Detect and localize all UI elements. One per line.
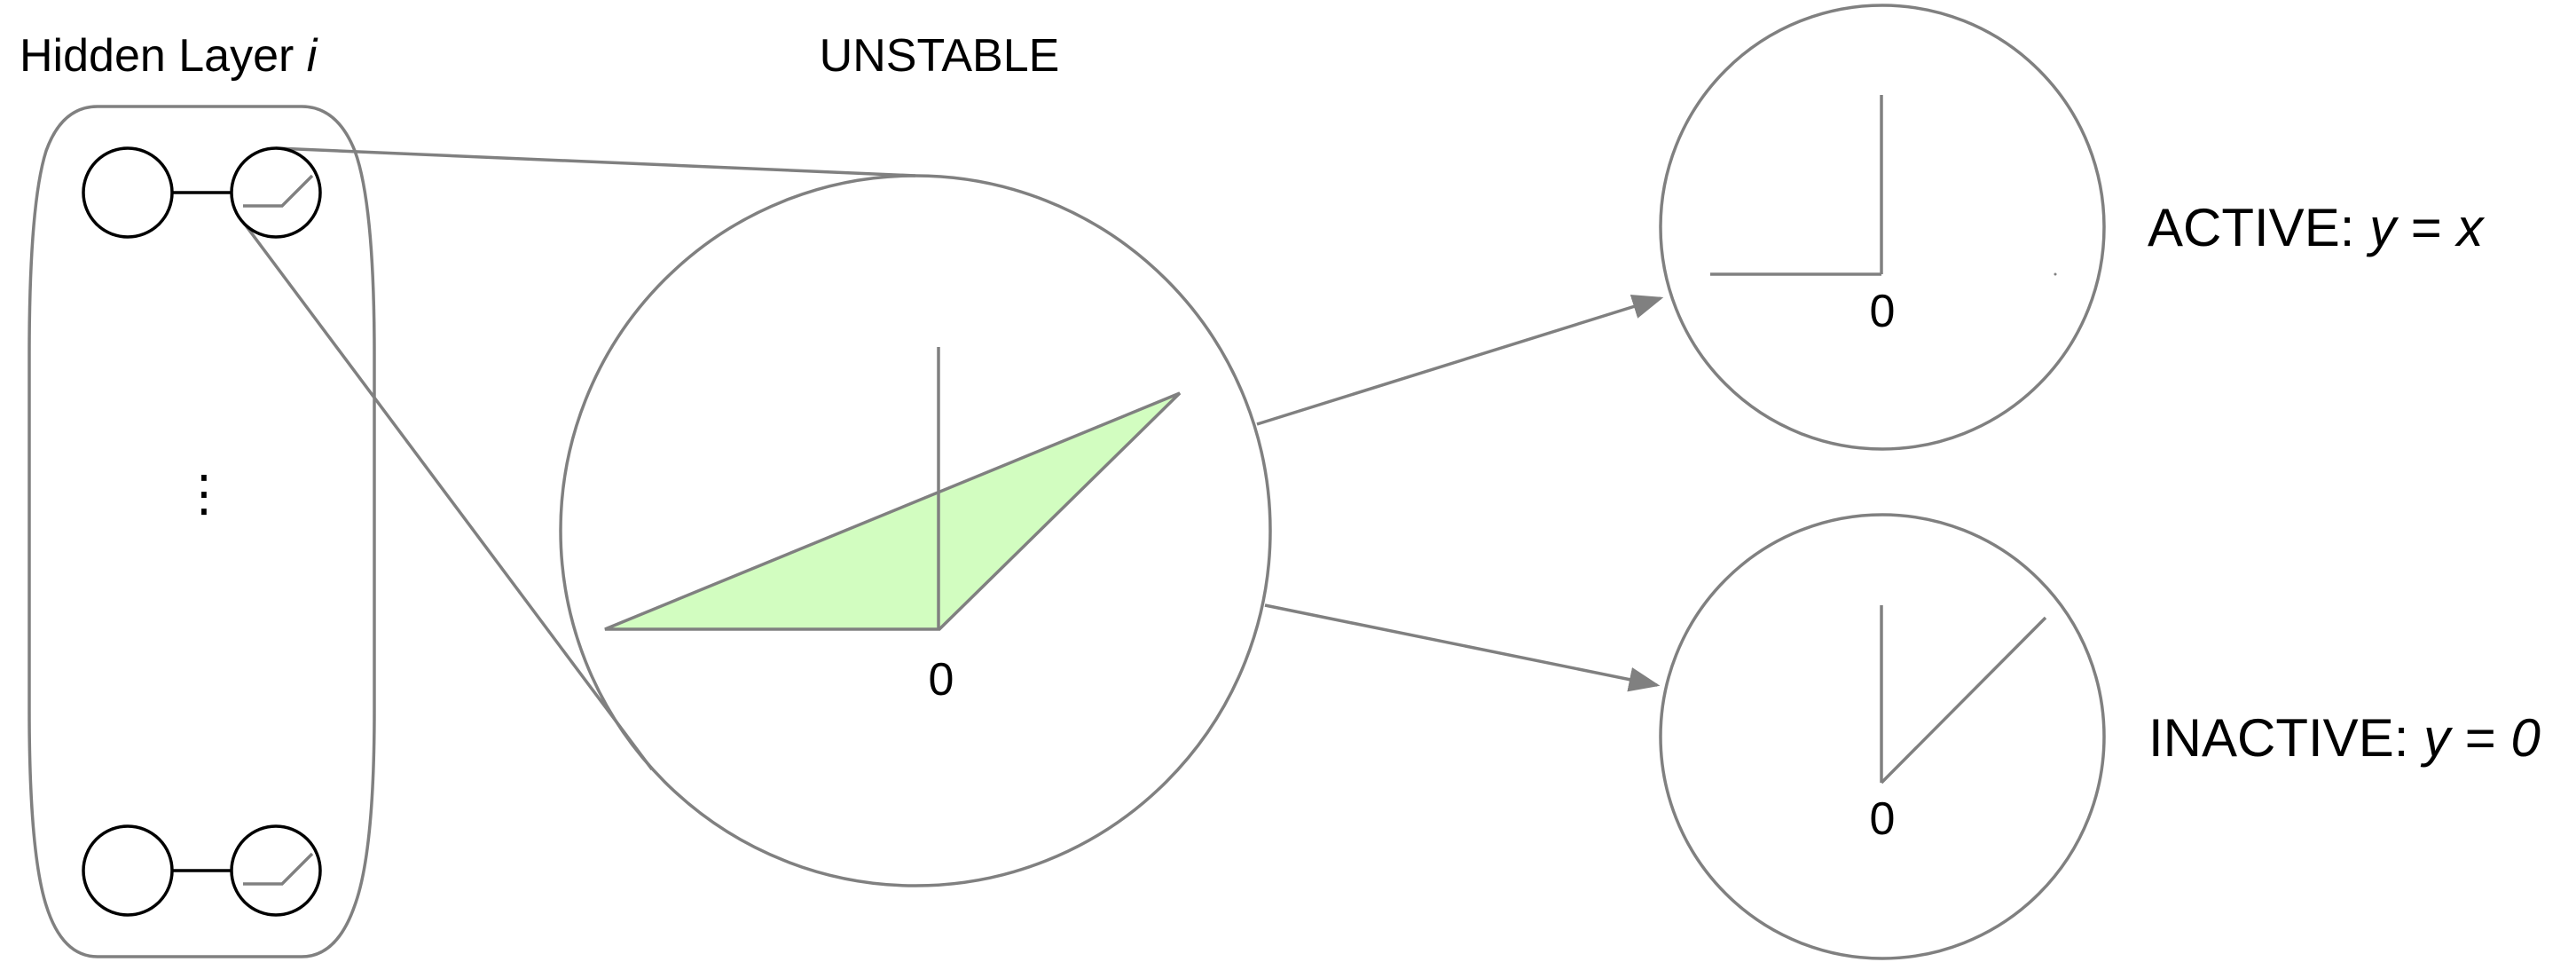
triangle-relaxation bbox=[604, 391, 1182, 631]
relu-icon bbox=[243, 852, 314, 886]
inactive-label: INACTIVE: y = 0 bbox=[2148, 708, 2541, 768]
arrow-to-active bbox=[1256, 295, 1664, 426]
ellipsis: ⋮ bbox=[179, 465, 229, 521]
active-case-circle bbox=[1659, 4, 2106, 451]
neuron-input bbox=[82, 146, 174, 239]
zero-label: 0 bbox=[1870, 793, 1896, 845]
neuron-relu bbox=[230, 824, 322, 917]
unstable-label: UNSTABLE bbox=[820, 30, 1060, 82]
zero-label: 0 bbox=[929, 654, 954, 706]
neuron-pair-bottom bbox=[82, 824, 322, 917]
neuron-pair-top bbox=[82, 146, 322, 239]
hidden-layer-container bbox=[27, 105, 376, 958]
zero-label: 0 bbox=[1870, 286, 1896, 337]
zoom-line-top bbox=[275, 146, 916, 177]
zoom-line-bottom bbox=[241, 220, 654, 771]
arrow-to-inactive bbox=[1264, 603, 1661, 692]
diagonal-line bbox=[1880, 616, 2047, 785]
neuron-input bbox=[82, 824, 174, 917]
inactive-case-circle bbox=[1659, 513, 2106, 960]
active-label: ACTIVE: y = x bbox=[2148, 198, 2485, 257]
neuron-relu bbox=[230, 146, 322, 239]
relu-icon bbox=[243, 174, 314, 208]
hidden-layer-title: Hidden Layer i bbox=[20, 30, 318, 82]
unstable-neuron-zoom bbox=[559, 174, 1272, 887]
